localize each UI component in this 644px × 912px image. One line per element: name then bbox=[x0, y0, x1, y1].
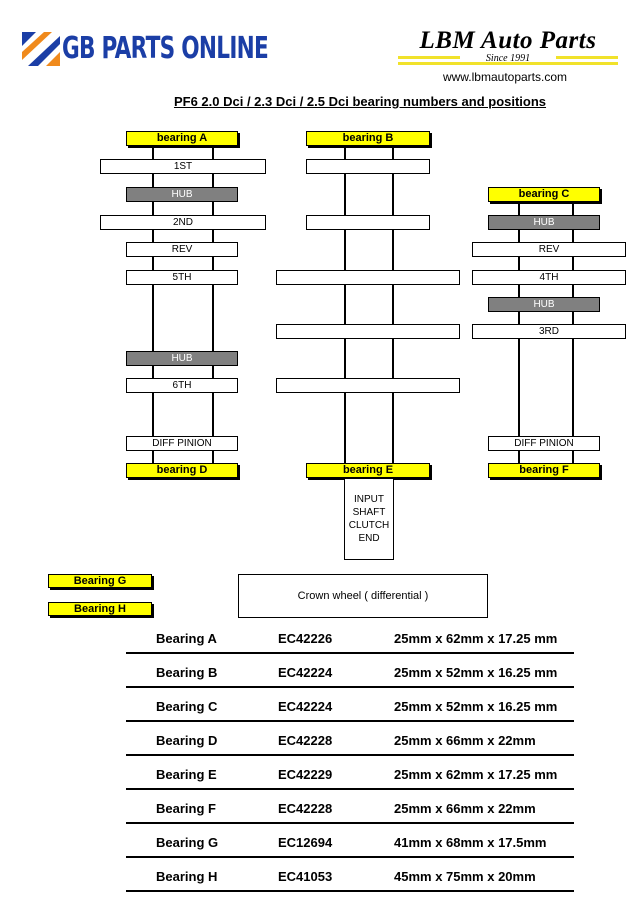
bearing-name: Bearing D bbox=[156, 733, 218, 748]
bearing-name: Bearing A bbox=[156, 631, 217, 646]
table-row: Bearing D EC42228 25mm x 66mm x 22mm bbox=[126, 732, 574, 756]
gb-logo-text: GB PARTS ONLINE bbox=[62, 31, 269, 66]
shaft-b-gear-3 bbox=[276, 270, 460, 285]
shaft-b-gear-2 bbox=[306, 215, 430, 230]
table-row: Bearing C EC42224 25mm x 52mm x 16.25 mm bbox=[126, 698, 574, 722]
gb-parts-online-logo: GB PARTS ONLINE bbox=[22, 28, 269, 70]
input-shaft-clutch-end: INPUT SHAFT CLUTCH END bbox=[344, 478, 394, 560]
table-row: Bearing A EC42226 25mm x 62mm x 17.25 mm bbox=[126, 630, 574, 654]
table-row: Bearing F EC42228 25mm x 66mm x 22mm bbox=[126, 800, 574, 824]
bearing-c-label: bearing C bbox=[488, 187, 600, 202]
hub-a1: HUB bbox=[126, 187, 238, 202]
gear-6th: 6TH bbox=[126, 378, 238, 393]
gb-logo-mark-icon bbox=[22, 32, 60, 66]
part-number: EC42229 bbox=[278, 767, 333, 782]
bearing-size: 25mm x 52mm x 16.25 mm bbox=[394, 699, 558, 714]
lbm-logo-text: LBM Auto Parts bbox=[419, 27, 597, 54]
bearing-g-label: Bearing G bbox=[48, 574, 152, 588]
hub-c1: HUB bbox=[488, 215, 600, 230]
lbm-auto-parts-logo: LBM Auto Parts Since 1991 bbox=[398, 28, 618, 68]
shaft-a-line bbox=[152, 146, 154, 476]
gear-rev-c: REV bbox=[472, 242, 626, 257]
bearing-name: Bearing E bbox=[156, 767, 217, 782]
logo-stripe bbox=[556, 56, 618, 59]
bearing-name: Bearing G bbox=[156, 835, 219, 850]
bearing-name: Bearing B bbox=[156, 665, 218, 680]
logo-stripe bbox=[398, 56, 460, 59]
bearing-size: 25mm x 66mm x 22mm bbox=[394, 801, 536, 816]
shaft-b-gear-5 bbox=[276, 378, 460, 393]
bearing-f-label: bearing F bbox=[488, 463, 600, 478]
table-row: Bearing G EC12694 41mm x 68mm x 17.5mm bbox=[126, 834, 574, 858]
gear-1st: 1ST bbox=[100, 159, 266, 174]
bearing-name: Bearing H bbox=[156, 869, 218, 884]
shaft-c-line bbox=[572, 202, 574, 476]
logo-stripe bbox=[398, 62, 618, 65]
bearing-size: 25mm x 62mm x 17.25 mm bbox=[394, 631, 558, 646]
gear-3rd: 3RD bbox=[472, 324, 626, 339]
bearing-h-label: Bearing H bbox=[48, 602, 152, 616]
part-number: EC12694 bbox=[278, 835, 333, 850]
table-row: Bearing B EC42224 25mm x 52mm x 16.25 mm bbox=[126, 664, 574, 688]
bearing-size: 45mm x 75mm x 20mm bbox=[394, 869, 536, 884]
part-number: EC42226 bbox=[278, 631, 333, 646]
crown-wheel-differential: Crown wheel ( differential ) bbox=[238, 574, 488, 618]
bearing-size: 25mm x 66mm x 22mm bbox=[394, 733, 536, 748]
shaft-a-line bbox=[212, 146, 214, 476]
part-number: EC42224 bbox=[278, 665, 333, 680]
gear-2nd: 2ND bbox=[100, 215, 266, 230]
bearing-d-label: bearing D bbox=[126, 463, 238, 478]
shaft-b-line bbox=[392, 146, 394, 476]
shaft-b-gear-1 bbox=[306, 159, 430, 174]
hub-a2: HUB bbox=[126, 351, 238, 366]
bearing-a-label: bearing A bbox=[126, 131, 238, 146]
lbm-logo-since: Since 1991 bbox=[485, 53, 531, 64]
diff-pinion-c: DIFF PINION bbox=[488, 436, 600, 451]
gear-4th: 4TH bbox=[472, 270, 626, 285]
part-number: EC42224 bbox=[278, 699, 333, 714]
bearing-size: 25mm x 52mm x 16.25 mm bbox=[394, 665, 558, 680]
bearing-name: Bearing C bbox=[156, 699, 218, 714]
part-number: EC42228 bbox=[278, 801, 333, 816]
shaft-b-line bbox=[344, 146, 346, 476]
bearing-name: Bearing F bbox=[156, 801, 216, 816]
diff-pinion-a: DIFF PINION bbox=[126, 436, 238, 451]
page-title: PF6 2.0 Dci / 2.3 Dci / 2.5 Dci bearing … bbox=[173, 94, 547, 109]
bearing-b-label: bearing B bbox=[306, 131, 430, 146]
shaft-b-gear-4 bbox=[276, 324, 460, 339]
part-number: EC42228 bbox=[278, 733, 333, 748]
table-row: Bearing H EC41053 45mm x 75mm x 20mm bbox=[126, 868, 574, 892]
gear-5th: 5TH bbox=[126, 270, 238, 285]
bearing-e-label: bearing E bbox=[306, 463, 430, 478]
bearing-size: 25mm x 62mm x 17.25 mm bbox=[394, 767, 558, 782]
bearing-size: 41mm x 68mm x 17.5mm bbox=[394, 835, 547, 850]
website-url[interactable]: www.lbmautoparts.com bbox=[442, 70, 568, 84]
shaft-c-line bbox=[518, 202, 520, 476]
table-row: Bearing E EC42229 25mm x 62mm x 17.25 mm bbox=[126, 766, 574, 790]
part-number: EC41053 bbox=[278, 869, 333, 884]
hub-c2: HUB bbox=[488, 297, 600, 312]
gear-rev-a: REV bbox=[126, 242, 238, 257]
